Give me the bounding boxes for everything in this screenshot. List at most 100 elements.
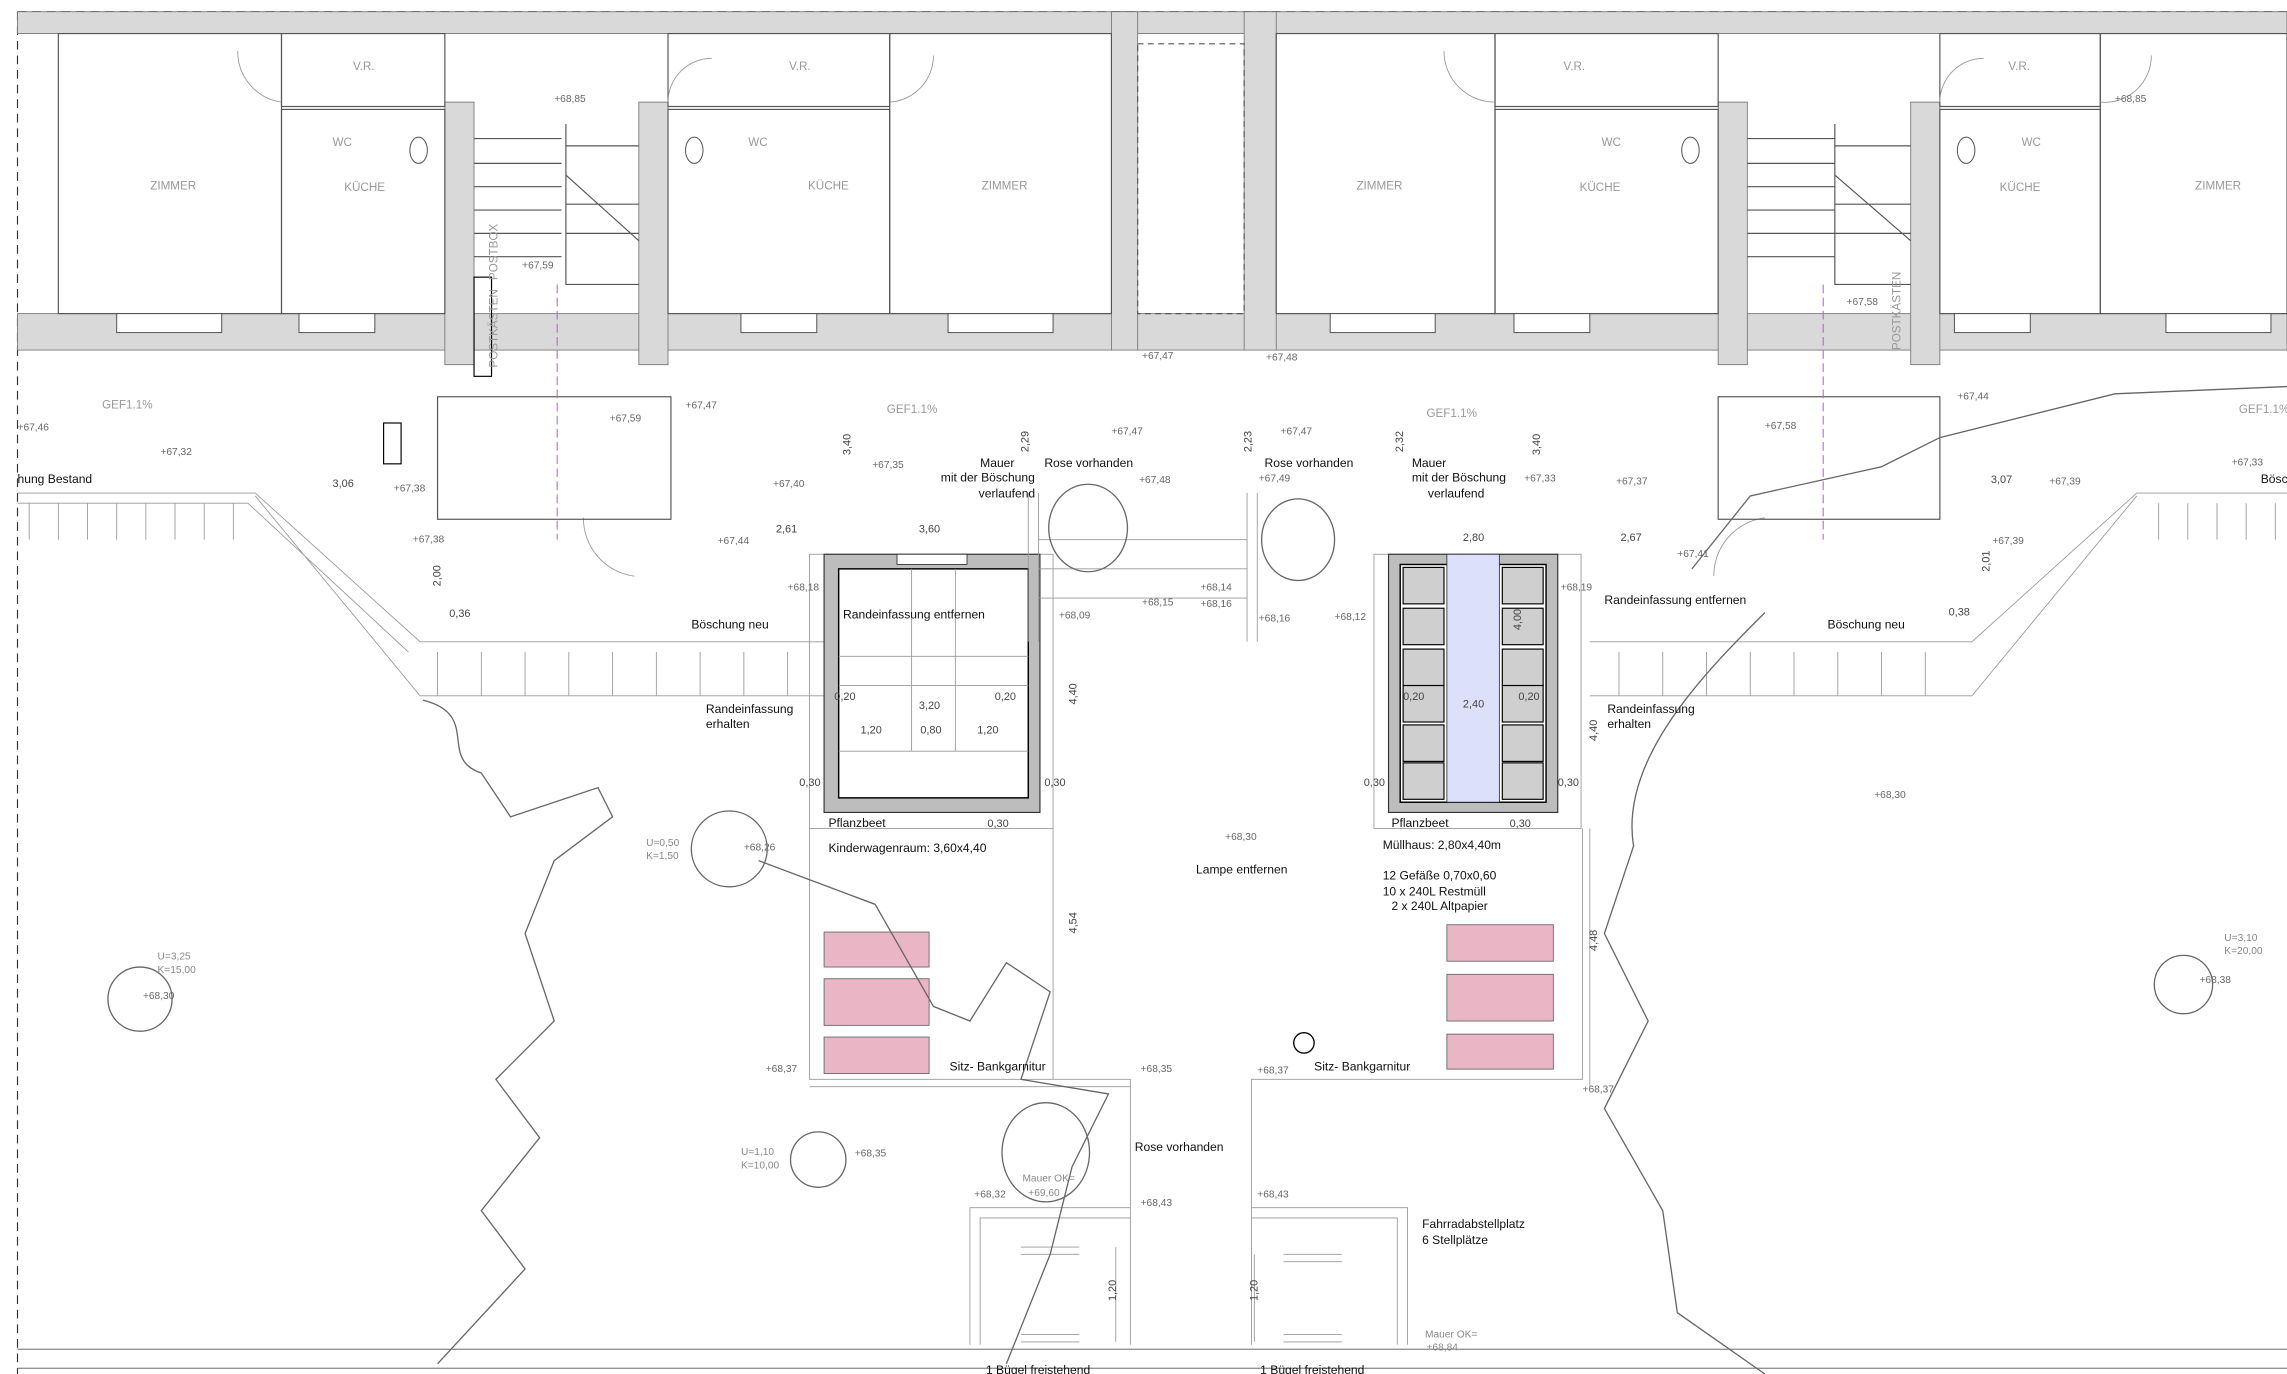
dimension-label: 2,67 [1620, 532, 1641, 544]
stairs-right [1747, 124, 1912, 286]
annotation: Pflanzbeet [1391, 816, 1449, 830]
dimension-label: 2,23 [1242, 431, 1254, 452]
elevation-marker: +68,37 [1257, 1066, 1289, 1077]
elevation-marker: +68,26 [744, 842, 776, 853]
elevation-marker: +67,39 [2049, 476, 2081, 487]
windows [116, 313, 2272, 334]
annotation: hung Bestand [18, 472, 93, 486]
tree-info: U=1,10 [741, 1147, 774, 1158]
annotation: Randeinfassung [1607, 702, 1694, 716]
elevation-marker: +68,35 [1141, 1064, 1173, 1075]
room-label: GEF1.1% [102, 398, 153, 411]
elevation-marker: +67,32 [160, 447, 192, 458]
paths-and-walls [17, 493, 2287, 1369]
bench [823, 931, 930, 968]
elevation-marker: +67,35 [872, 460, 904, 471]
building [16, 11, 2287, 1374]
elevation-marker: +68,16 [1200, 599, 1232, 610]
dimension-label: 0,30 [1510, 818, 1531, 830]
elevation-marker: +67,33 [1524, 473, 1556, 484]
elevation-marker: +68,19 [1561, 583, 1593, 594]
dimension-label: 2,61 [776, 523, 797, 535]
tree-info: U=3,10 [2224, 933, 2257, 944]
tree-info: U=0,50 [646, 838, 679, 849]
dimension-label: 1,20 [861, 725, 882, 737]
elevation-marker: +68,37 [766, 1064, 798, 1075]
elevation-marker: +67,58 [1765, 421, 1797, 432]
tree-info: U=3,25 [158, 952, 191, 963]
elevation-marker: +67,44 [718, 536, 750, 547]
elevation-marker: +68,30 [1874, 790, 1906, 801]
elevation-marker: +68,30 [143, 991, 175, 1002]
elevation-marker: +67,49 [1259, 473, 1291, 484]
elevation-marker: +68,37 [1583, 1084, 1615, 1095]
elevation-marker: +67,47 [1142, 351, 1174, 362]
muellhaus [1373, 553, 1582, 829]
annotation: verlaufend [979, 486, 1035, 500]
room-label: ZIMMER [1356, 180, 1402, 193]
lamp [1293, 1032, 1315, 1054]
dimension-label: 0,20 [1403, 691, 1424, 703]
room-label: KÜCHE [2000, 181, 2041, 194]
dimension-label: 0,30 [987, 818, 1008, 830]
dimension-label: 0,20 [995, 691, 1016, 703]
dimension-label: 2,40 [1463, 698, 1484, 710]
annotation: Randeinfassung entfernen [843, 607, 985, 621]
elevation-marker: +68,32 [974, 1189, 1006, 1200]
tree-info: K=1,50 [646, 851, 679, 862]
room-label: POSTKÄSTEN [1890, 272, 1903, 350]
elevation-marker: +68,15 [1142, 597, 1174, 608]
room-label: KÜCHE [344, 181, 385, 194]
room-label: ZIMMER [982, 180, 1028, 193]
elevation-marker: +67,38 [394, 484, 426, 495]
dimension-label: 2,32 [1394, 431, 1406, 452]
annotation: mit der Böschung [1412, 470, 1506, 484]
annotation: 2 x 240L Altpapier [1391, 899, 1487, 913]
dimension-label: 2,00 [431, 565, 443, 586]
elevation-marker: +67,59 [522, 260, 554, 271]
dimension-label: 4,54 [1067, 912, 1079, 933]
annotation: Müllhaus: 2,80x4,40m [1383, 838, 1501, 852]
tree-info: K=20,00 [2224, 946, 2263, 957]
room-label: POSTKÄSTEN [487, 289, 500, 367]
dimension-label: 3,07 [1991, 474, 2012, 486]
annotation: Mauer [1412, 456, 1446, 470]
annotation: Fahrradabstellplatz [1422, 1217, 1525, 1231]
dimension-label: 3,20 [919, 700, 940, 712]
room-label: V.R. [353, 60, 375, 73]
elevation-marker: +68,18 [788, 583, 820, 594]
dimension-label: 3,06 [333, 478, 354, 490]
elevation-marker: +67,47 [686, 400, 718, 411]
annotation: Rose vorhanden [1135, 1140, 1224, 1154]
bench [1446, 924, 1554, 962]
dimension-label: 1,20 [977, 725, 998, 737]
annotation: 1 Bügel freistehend [1260, 1363, 1364, 1374]
benches [823, 924, 1554, 1074]
elevation-marker: +67,44 [1957, 392, 1989, 403]
elevation-marker: +68,09 [1059, 610, 1091, 621]
dimension-label: 2,01 [1980, 551, 1992, 572]
annotation: Sitz- Bankgarnitur [1314, 1060, 1410, 1074]
doors [237, 51, 2152, 577]
room-label: V.R. [1564, 60, 1586, 73]
rose-bush [1048, 483, 1129, 573]
tree-canopy [2153, 954, 2214, 1015]
room-label: GEF1.1% [2239, 403, 2287, 416]
dimension-label: 0,30 [1364, 777, 1385, 789]
room-label: POSTBOX [487, 223, 500, 280]
dimension-label: 0,30 [1558, 777, 1579, 789]
elevation-marker: +68,35 [855, 1149, 887, 1160]
room-label: WC [748, 136, 767, 149]
elevation-marker: +67,46 [18, 422, 50, 433]
annotation: erhalten [706, 717, 750, 731]
dimension-label: 1,20 [1248, 1280, 1260, 1301]
annotation: 12 Gefäße 0,70x0,60 [1383, 869, 1497, 883]
elevation-marker: +68,43 [1141, 1198, 1173, 1209]
tree-info: +69,60 [1028, 1188, 1060, 1199]
dimension-label: 0,30 [799, 777, 820, 789]
elevation-marker: +67,58 [1847, 297, 1879, 308]
tree-info: K=10,00 [741, 1160, 780, 1171]
room-label: ZIMMER [2195, 180, 2241, 193]
dimension-label: 0,30 [1044, 777, 1065, 789]
